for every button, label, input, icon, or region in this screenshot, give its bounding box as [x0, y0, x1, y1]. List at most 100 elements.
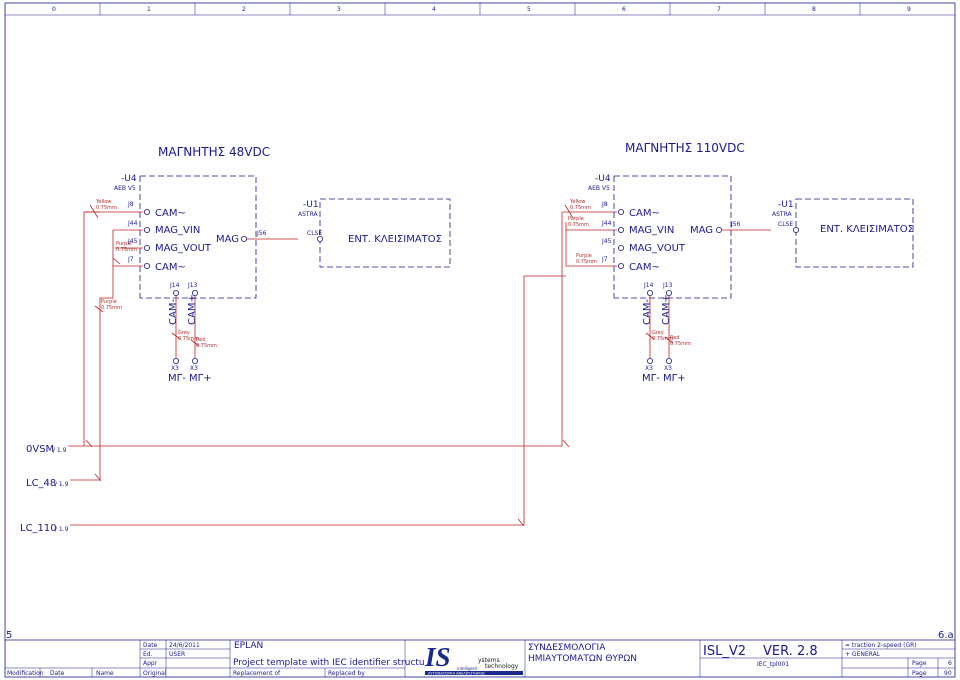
right-vertical-cam-plus: CAM+ — [661, 294, 672, 325]
tb-ed-value: USER — [169, 651, 185, 658]
tb-desc2: ΗΜΙΑΥΤΟΜΑΤΩΝ ΘΥΡΩΝ — [528, 654, 637, 664]
left-purple-feed: Purple — [101, 299, 117, 305]
logo-line1: ystems — [478, 657, 500, 664]
left-sig-mag-vout: MAG_VOUT — [155, 243, 212, 254]
right-wire-red: Red — [670, 335, 680, 341]
right-pin-j8: J8 — [601, 201, 608, 208]
left-wire-purple1: Purple — [116, 241, 132, 247]
tb-project: Project template with IEC identifier str… — [233, 658, 434, 668]
bus-0vsm-ref: / 1.9 — [53, 447, 67, 454]
ruler-col-6: 6 — [622, 6, 626, 13]
right-astra-tag: -U1 — [778, 200, 794, 210]
tb-name: Name — [96, 670, 114, 677]
company-logo: IS ystems technology intelligent ΑΥΤΟΜΑΤ… — [424, 642, 523, 676]
right-sig-cam1: CAM~ — [629, 208, 660, 219]
tb-page-label-2: Page — [912, 670, 927, 677]
ruler-row-5: 5 — [6, 630, 12, 641]
tb-tpl: IEC_tpl001 — [757, 661, 789, 668]
bus-0vsm-name: 0VSM — [26, 444, 54, 455]
right-term-mg-plus: ΜΓ+ — [663, 373, 686, 384]
ruler-col-7: 7 — [717, 6, 721, 13]
tb-date-value: 24/6/2011 — [169, 642, 200, 649]
tb-ed-label: Ed. — [143, 651, 153, 658]
left-astra-box — [319, 198, 451, 268]
right-astra-ent: ΕΝΤ. ΚΛΕΙΣΙΜΑΤΟΣ — [820, 224, 914, 235]
bus-lc110-ref: / 1.9 — [55, 526, 69, 533]
left-sig-cam1: CAM~ — [155, 208, 186, 219]
left-wire-grey: Grey — [178, 330, 190, 336]
right-sig-cam2: CAM~ — [629, 262, 660, 273]
left-purple-feed-size: 0.75mm — [101, 305, 122, 311]
bus-lc110-name: LC_110 — [20, 523, 57, 534]
left-title: ΜΑΓΝΗΤΗΣ 48VDC — [158, 145, 270, 159]
tb-page-value-1: 6 — [948, 660, 952, 667]
right-pin-j45: J45 — [601, 238, 612, 245]
right-pin-j7: J7 — [601, 256, 608, 263]
logo-footer: ΑΥΤΟΜΑΤΙΣΜΟΙ ΑΝΕΛΚΥΣΤΗΡΩΝ — [428, 672, 485, 676]
left-pin-j13: J13 — [187, 282, 198, 289]
left-device-name: AEB V5 — [114, 185, 136, 192]
right-pin-j14: J14 — [643, 282, 654, 289]
right-sig-mag-vout: MAG_VOUT — [629, 243, 686, 254]
right-wire-grey-size: 0.75mm — [652, 336, 673, 342]
right-pin-j56: J56 — [730, 221, 741, 228]
right-pin-j13: J13 — [662, 282, 673, 289]
left-wire-grey-size: 0.75mm — [178, 336, 199, 342]
sheet-border — [4, 2, 956, 678]
tb-eplan: EPLAN — [234, 641, 263, 651]
left-magnet-block: ΜΑΓΝΗΤΗΣ 48VDC -U4 AEB V5 J8 J44 J45 J7 … — [84, 145, 451, 384]
right-wire-yellow: Yellow — [569, 199, 585, 205]
left-sig-mag-minus: MAG - — [216, 234, 246, 245]
tb-appr-label: Appr — [143, 660, 158, 667]
left-pin-j7: J7 — [127, 256, 134, 263]
tb-replaced: Replaced by — [328, 670, 365, 677]
column-ruler — [99, 3, 861, 15]
left-wire-yellow-size: 0.75mm — [96, 205, 117, 211]
tb-ver: VER. 2.8 — [763, 644, 818, 659]
left-astra-name: ASTRA — [298, 211, 319, 218]
right-wire-yellow-size: 0.75mm — [570, 205, 591, 211]
tb-desc1: ΣΥΝΔΕΣΜΟΛΟΓΙΑ — [528, 643, 606, 653]
left-device-box — [140, 175, 257, 299]
title-block: 5 6.a Date 24/6/2011 Ed. USER Appr Modif… — [5, 630, 955, 677]
left-pin-j56: J56 — [256, 230, 267, 237]
logo-intel: intelligent — [457, 666, 478, 671]
left-term-mg-plus: ΜΓ+ — [189, 373, 212, 384]
right-wire-purple1-size: 0.75mm — [568, 222, 589, 228]
logo-letters: IS — [424, 642, 451, 672]
ruler-col-9: 9 — [907, 6, 911, 13]
right-wire-purple2-size: 0.75mm — [576, 259, 597, 265]
tb-date-label: Date — [143, 642, 158, 649]
left-wire-yellow: Yellow — [95, 199, 111, 205]
left-wire-purple1-size: 0.75mm — [116, 247, 137, 253]
left-pin-j14: J14 — [169, 282, 180, 289]
ruler-col-5: 5 — [527, 6, 531, 13]
logo-line2: technology — [485, 663, 519, 670]
left-wire-red-size: 0.75mm — [196, 343, 217, 349]
tb-general: + GENERAL — [845, 651, 881, 658]
tb-modification: Modification — [7, 670, 44, 677]
left-pin-j44: J44 — [127, 220, 138, 227]
ruler-col-3: 3 — [337, 6, 341, 13]
left-pin-j8: J8 — [127, 201, 134, 208]
right-astra-name: ASTRA — [772, 211, 793, 218]
tb-page-value-2: 90 — [944, 670, 952, 677]
right-wire-red-size: 0.75mm — [670, 341, 691, 347]
right-astra-box — [795, 198, 914, 268]
right-sig-mag-vin: MAG_VIN — [629, 225, 674, 236]
right-term-mg-minus: ΜΓ- — [642, 373, 660, 384]
left-pin-j45: J45 — [127, 238, 138, 245]
left-wire-red: Red — [196, 337, 206, 343]
left-sig-mag-vin: MAG_VIN — [155, 225, 200, 236]
page-marker: 6.a — [938, 630, 954, 641]
ruler-col-2: 2 — [242, 6, 246, 13]
tb-traction: = traction 2-speed (GR) — [845, 642, 917, 649]
right-title: ΜΑΓΝΗΤΗΣ 110VDC — [625, 141, 745, 155]
left-term-mg-minus: ΜΓ- — [168, 373, 186, 384]
right-magnet-block: ΜΑΓΝΗΤΗΣ 110VDC -U4 AEB V5 J8 J44 J45 J7… — [562, 141, 914, 384]
left-astra-ent: ΕΝΤ. ΚΛΕΙΣΙΜΑΤΟΣ — [348, 234, 442, 245]
right-device-box — [614, 175, 732, 299]
ruler-col-0: 0 — [52, 6, 56, 13]
right-term-x3b: X3 — [664, 365, 672, 372]
